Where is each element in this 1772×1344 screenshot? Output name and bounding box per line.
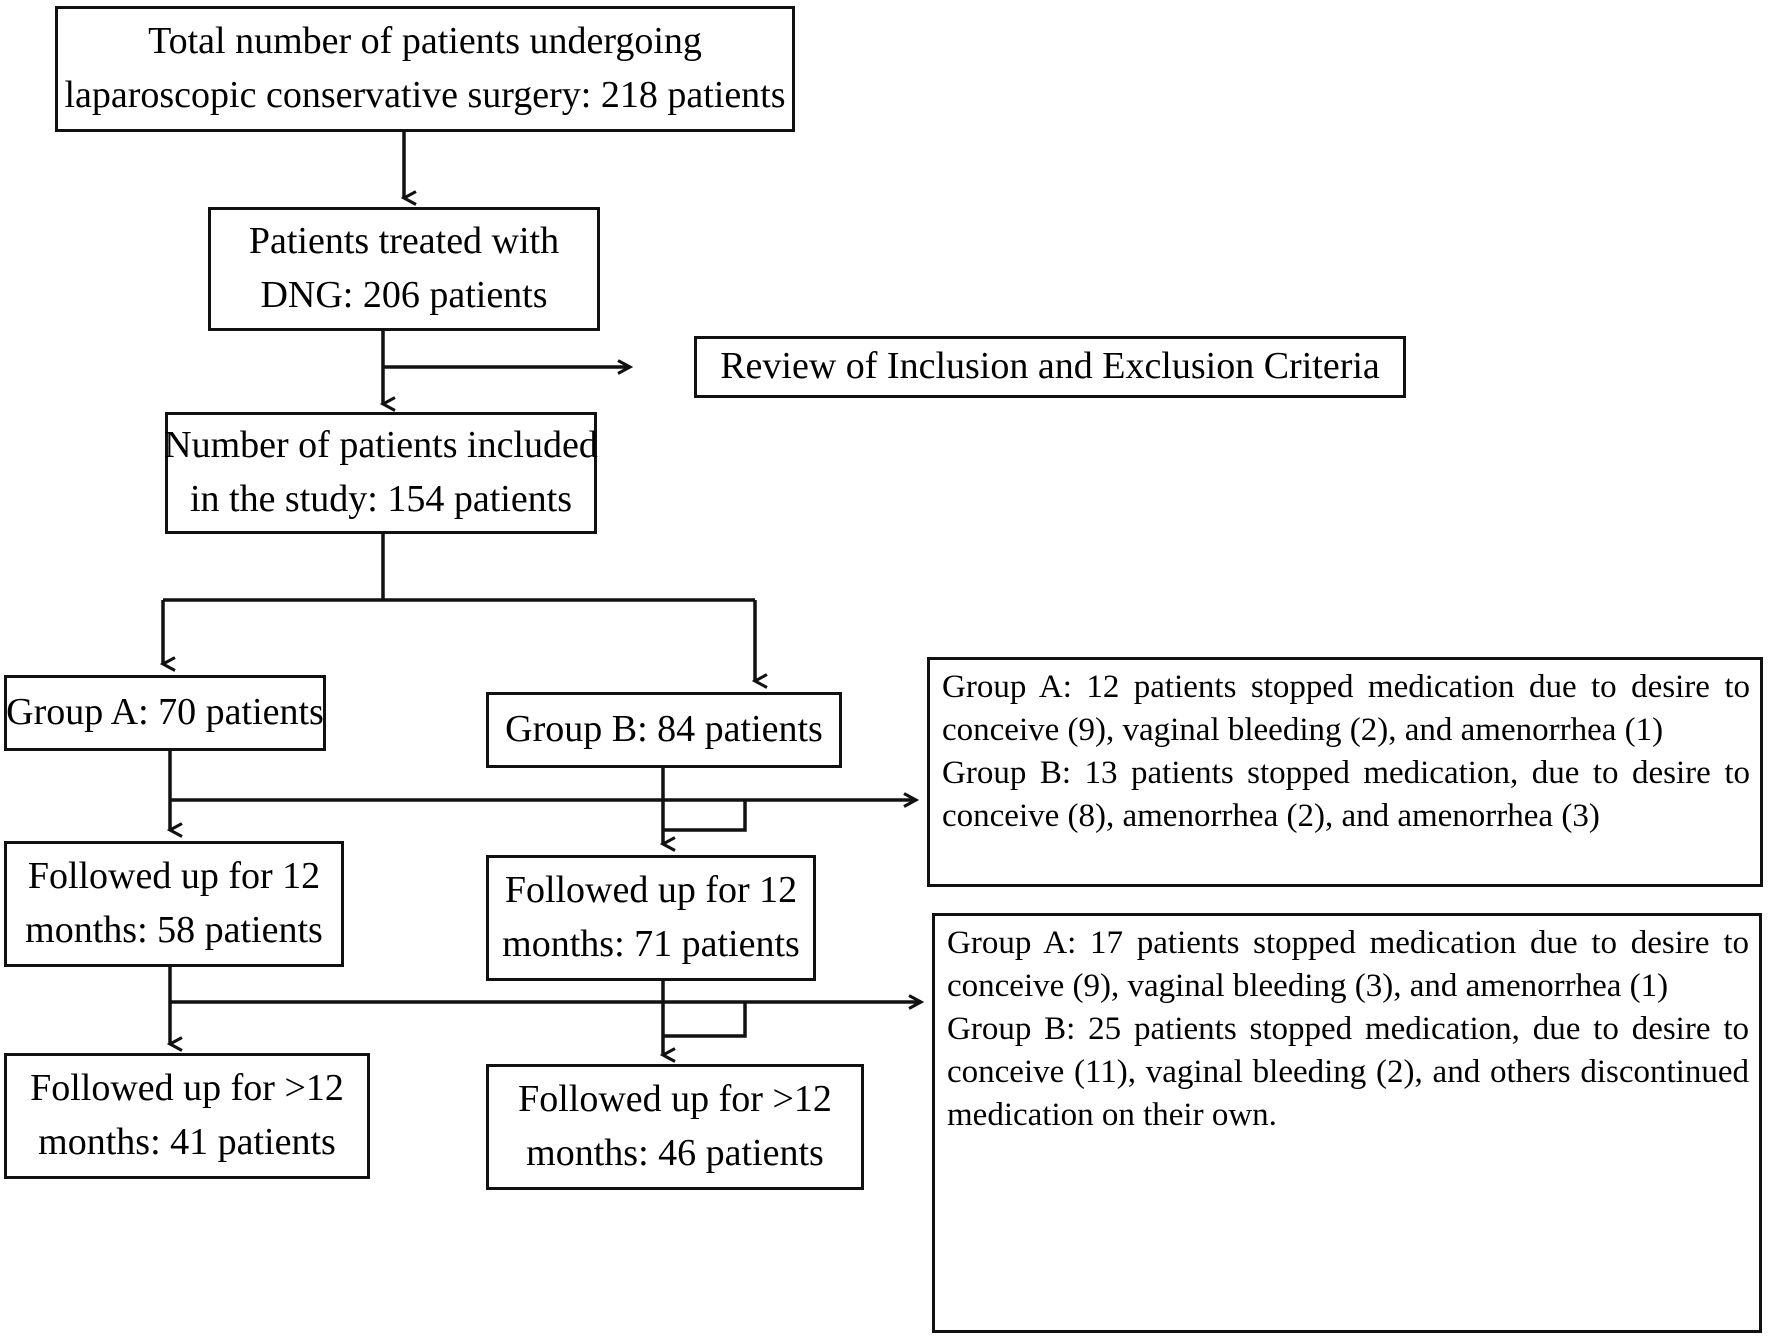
group-a-box: Group A: 70 patients: [4, 675, 326, 751]
review-criteria-box: Review of Inclusion and Exclusion Criter…: [694, 336, 1406, 398]
group-b-box: Group B: 84 patients: [486, 692, 842, 768]
followup-a-12-line-1: Followed up for 12: [27, 855, 321, 898]
edge-dropout-note-gt12-bracket: [663, 1002, 747, 1038]
followup-b-over-12-months-box: Followed up for >12 months: 46 patients: [486, 1064, 864, 1190]
included-patients-box: Number of patients included in the study…: [164, 412, 598, 534]
dropout-note-12-group-b: Group B: 13 patients stopped medication,…: [942, 754, 1750, 834]
followup-a-gt12-line-1: Followed up for >12: [30, 1067, 344, 1110]
included-patients-line-2: in the study: 154 patients: [189, 478, 573, 520]
dng-treated-line-1: Patients treated with: [248, 220, 560, 263]
group-a-line-1: Group A: 70 patients: [6, 691, 324, 734]
review-criteria-line-1: Review of Inclusion and Exclusion Criter…: [720, 345, 1380, 388]
followup-b-12-line-2: months: 71 patients: [502, 923, 800, 965]
followup-a-gt12-line-2: months: 41 patients: [38, 1121, 336, 1163]
followup-a-over-12-months-box: Followed up for >12 months: 41 patients: [4, 1053, 370, 1179]
dng-treated-box: Patients treated with DNG: 206 patients: [208, 207, 600, 331]
followup-b-12-line-1: Followed up for 12: [504, 869, 798, 912]
group-b-line-1: Group B: 84 patients: [505, 708, 823, 751]
followup-b-gt12-line-1: Followed up for >12: [518, 1078, 832, 1121]
dng-treated-line-2: DNG: 206 patients: [260, 274, 548, 316]
dropout-note-gt12-group-a: Group A: 17 patients stopped medication …: [947, 925, 1749, 1004]
edge-dropout-note-12-bracket: [663, 800, 747, 832]
dropout-note-12-group-a: Group A: 12 patients stopped medication …: [942, 669, 1750, 748]
dropout-note-over-12-months: Group A: 17 patients stopped medication …: [932, 913, 1762, 1333]
included-patients-line-1: Number of patients included: [164, 424, 598, 467]
total-patients-line-1: Total number of patients undergoing: [148, 20, 702, 63]
followup-b-12-months-box: Followed up for 12 months: 71 patients: [486, 855, 816, 981]
followup-a-12-months-box: Followed up for 12 months: 58 patients: [4, 841, 344, 967]
followup-a-12-line-2: months: 58 patients: [25, 909, 323, 951]
dropout-note-12-months: Group A: 12 patients stopped medication …: [927, 657, 1763, 887]
followup-b-gt12-line-2: months: 46 patients: [526, 1132, 824, 1174]
dropout-note-gt12-group-b: Group B: 25 patients stopped medication,…: [947, 1010, 1749, 1133]
total-patients-box: Total number of patients undergoing lapa…: [55, 6, 795, 132]
total-patients-line-2: laparoscopic conservative surgery: 218 p…: [64, 74, 786, 116]
